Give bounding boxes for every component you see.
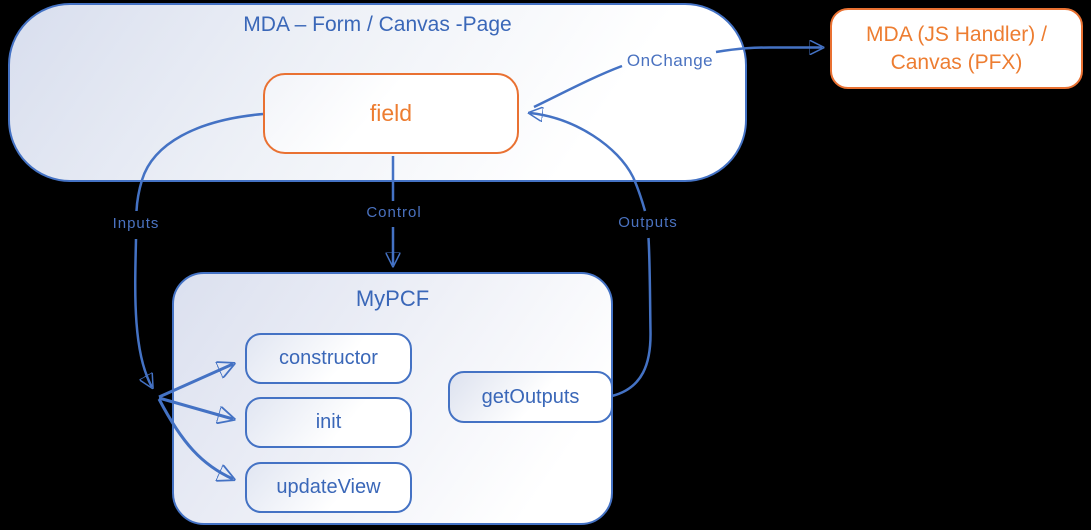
field-box: field [263, 73, 519, 154]
constructor-box: constructor [245, 333, 412, 384]
init-box: init [245, 397, 412, 448]
updateview-label: updateView [276, 476, 381, 498]
onchange-edge-label: OnChange [626, 51, 714, 70]
mda-page-title: MDA – Form / Canvas -Page [243, 13, 512, 36]
inputs-edge-label: Inputs [112, 215, 160, 232]
control-edge-label: Control [366, 204, 422, 221]
outputs-edge-lower [611, 237, 652, 398]
constructor-label: constructor [279, 347, 378, 369]
getoutputs-label: getOutputs [481, 385, 580, 408]
outputs-edge-label: Outputs [618, 214, 678, 231]
updateview-box: updateView [245, 462, 412, 513]
handler-box: MDA (JS Handler) / Canvas (PFX) [830, 8, 1083, 89]
init-label: init [315, 411, 342, 433]
inputs-edge-lower [133, 238, 152, 387]
field-label: field [369, 100, 413, 126]
mypcf-title: MyPCF [355, 286, 430, 311]
getoutputs-box: getOutputs [448, 371, 613, 423]
handler-label-line1: MDA (JS Handler) / [866, 22, 1047, 46]
handler-label-line2: Canvas (PFX) [890, 50, 1023, 74]
